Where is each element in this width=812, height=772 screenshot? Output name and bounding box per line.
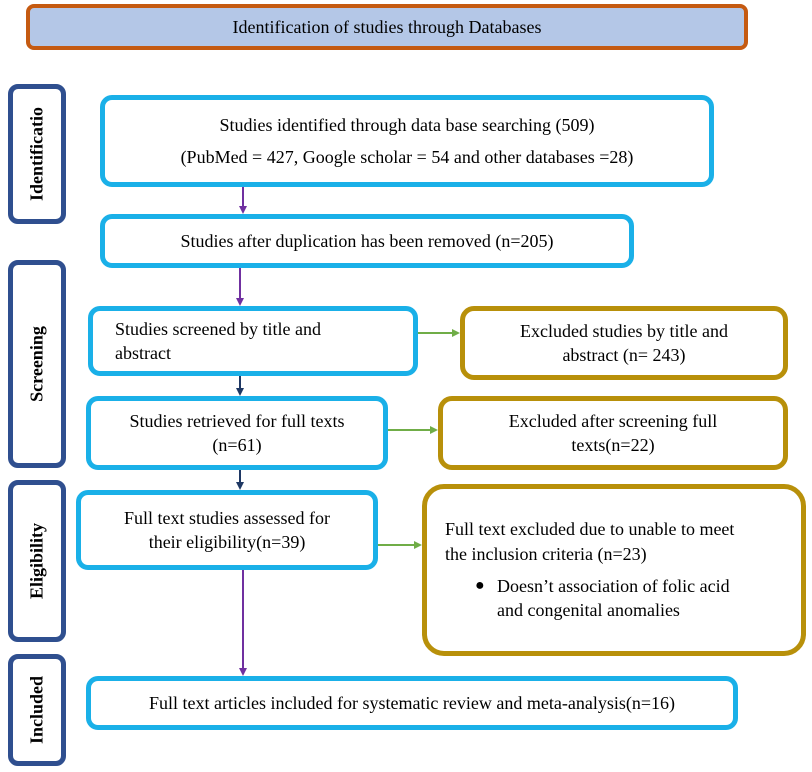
box-retrieved-full-texts: Studies retrieved for full texts (n=61) (86, 396, 388, 470)
box-screened-title-abstract: Studies screened by title and abstract (88, 306, 418, 376)
dedup-line-1: Studies after duplication has been remov… (180, 230, 554, 251)
identified-line-1: Studies identified through data base sea… (219, 114, 595, 135)
box-excluded-full-texts: Excluded after screening full texts(n=22… (438, 396, 788, 470)
stage-screening: Screening (8, 260, 66, 468)
bullet-icon: ● (475, 577, 485, 594)
exclusion-reason-line-2: and congenital anomalies (497, 600, 680, 621)
retrieved-line-1: Studies retrieved for full texts (129, 410, 345, 431)
screened-line-1: Studies screened by title and (115, 318, 321, 339)
excluded-title-line-2: abstract (n= 243) (562, 345, 686, 365)
excluded-eligibility-line-1: Full text excluded due to unable to meet (445, 519, 735, 540)
exclusion-reason-item: ● Doesn’t association of folic acid and … (445, 574, 730, 623)
screened-line-2: abstract (115, 343, 171, 363)
excluded-fulltext-line-2: texts(n=22) (571, 435, 655, 455)
assessed-line-1: Full text studies assessed for (124, 507, 330, 528)
header-title: Identification of studies through Databa… (232, 16, 542, 37)
box-excluded-title-abstract: Excluded studies by title and abstract (… (460, 306, 788, 380)
excluded-fulltext-line-1: Excluded after screening full (508, 410, 718, 431)
excluded-eligibility-line-2: the inclusion criteria (n=23) (445, 543, 647, 564)
box-excluded-eligibility: Full text excluded due to unable to meet… (422, 484, 806, 656)
assessed-line-2: their eligibility(n=39) (148, 532, 306, 552)
exclusion-reason-line-1: Doesn’t association of folic acid (497, 576, 730, 596)
stage-included: Included (8, 654, 66, 766)
included-line-1: Full text articles included for systemat… (149, 692, 675, 713)
box-included-studies: Full text articles included for systemat… (86, 676, 738, 730)
box-duplicates-removed: Studies after duplication has been remov… (100, 214, 634, 268)
stage-eligibility: Eligibility (8, 480, 66, 642)
retrieved-line-2: (n=61) (212, 435, 262, 455)
header-title-box: Identification of studies through Databa… (26, 4, 748, 50)
box-assessed-eligibility: Full text studies assessed for their eli… (76, 490, 378, 570)
identified-line-2: (PubMed = 427, Google scholar = 54 and o… (180, 147, 634, 167)
box-studies-identified: Studies identified through data base sea… (100, 95, 714, 187)
excluded-title-line-1: Excluded studies by title and (520, 320, 728, 341)
stage-identification: Identificatio (8, 84, 66, 224)
